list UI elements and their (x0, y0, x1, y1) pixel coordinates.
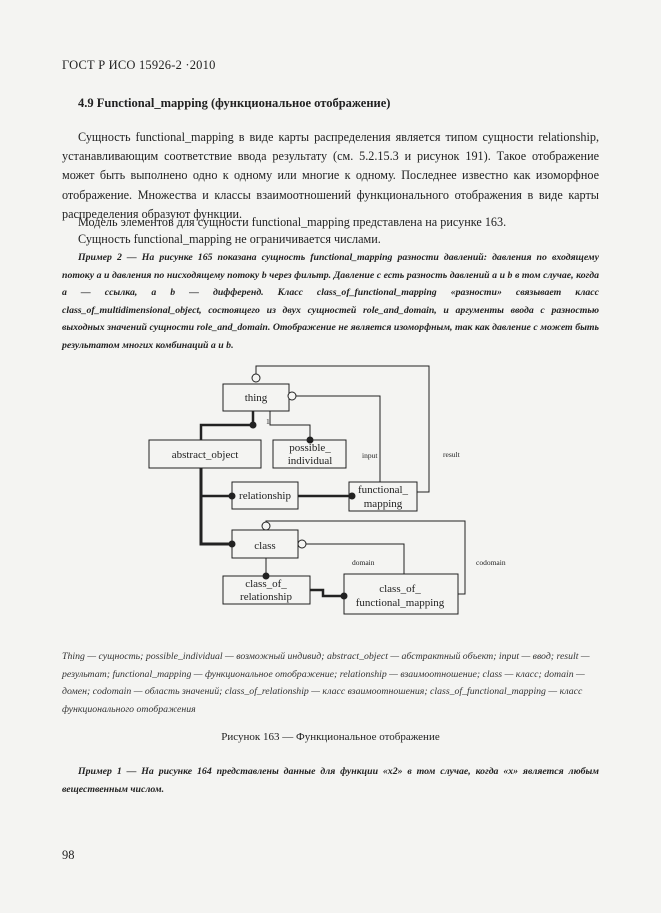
label-thing: thing (245, 392, 268, 404)
label-possible-line1: possible_ (289, 442, 331, 454)
figure-legend: Thing — сущность; possible_individual — … (62, 651, 590, 715)
open-circle-class-right (297, 539, 307, 549)
line-thing-to-possible (269, 411, 311, 440)
paragraph-1: Сущность functional_mapping в виде карты… (62, 128, 599, 224)
page-number: 98 (62, 848, 75, 862)
open-circle-thing-top (251, 373, 261, 383)
open-circle-thing-right (287, 391, 297, 401)
label-cofm-line2: functional_mapping (356, 597, 445, 609)
dot-class-of-relationship (262, 572, 270, 580)
example-2-text: Пример 2 — На рисунке 165 показана сущно… (62, 252, 599, 351)
line-cor-to-cofm (310, 588, 344, 598)
dot-thing-branch (249, 421, 257, 429)
role-codomain: codomain (476, 558, 506, 567)
label-possible-line2: individual (288, 455, 333, 467)
role-domain: domain (352, 558, 375, 567)
paragraph-1-text: Сущность functional_mapping в виде карты… (62, 130, 599, 221)
line-thing-subtype (199, 411, 255, 440)
label-abstract-object: abstract_object (172, 449, 239, 461)
dot-possible (306, 436, 314, 444)
label-functional-line2: mapping (364, 498, 403, 510)
dot-class (228, 540, 236, 548)
label-class: class (254, 540, 275, 552)
document-header: ГОСТ Р ИСО 15926-2 ·2010 (62, 58, 216, 72)
paragraph-3-text: Сущность functional_mapping не ограничив… (78, 232, 381, 246)
label-relationship: relationship (239, 490, 291, 502)
section-title: 4.9 Functional_mapping (функциональное о… (78, 96, 391, 110)
box-functional-mapping (348, 481, 418, 512)
box-thing (222, 383, 290, 412)
cardinality-marker: 1 (266, 417, 270, 426)
paragraph-3: Сущность functional_mapping не ограничив… (62, 230, 599, 249)
dot-cofm (340, 592, 348, 600)
line-abstract-subtypes (199, 468, 232, 546)
box-abstract-object (148, 439, 262, 469)
line-input (293, 395, 381, 482)
role-result: result (443, 450, 461, 459)
line-result (255, 365, 430, 493)
example-1-text: Пример 1 — На рисунке 164 представлены д… (62, 766, 599, 795)
example-2: Пример 2 — На рисунке 165 показана сущно… (62, 249, 599, 355)
label-functional-line1: functional_ (358, 484, 409, 496)
figure-caption: Рисунок 163 — Функциональное отображение (221, 731, 440, 743)
dot-functional-input (348, 492, 356, 500)
dot-relationship (228, 492, 236, 500)
paragraph-2: Модель элементов для сущности functional… (62, 213, 599, 232)
paragraph-2-text: Модель элементов для сущности functional… (78, 215, 507, 229)
box-possible-individual (272, 439, 347, 469)
label-cor-line1: class_of_ (245, 578, 287, 590)
role-input: input (362, 451, 378, 460)
open-circle-class-top (261, 521, 271, 531)
line-domain (298, 543, 405, 574)
label-cor-line2: relationship (240, 591, 292, 603)
label-cofm-line1: class_of_ (379, 583, 421, 595)
box-class (231, 529, 299, 559)
example-1: Пример 1 — На рисунке 164 представлены д… (62, 763, 599, 798)
